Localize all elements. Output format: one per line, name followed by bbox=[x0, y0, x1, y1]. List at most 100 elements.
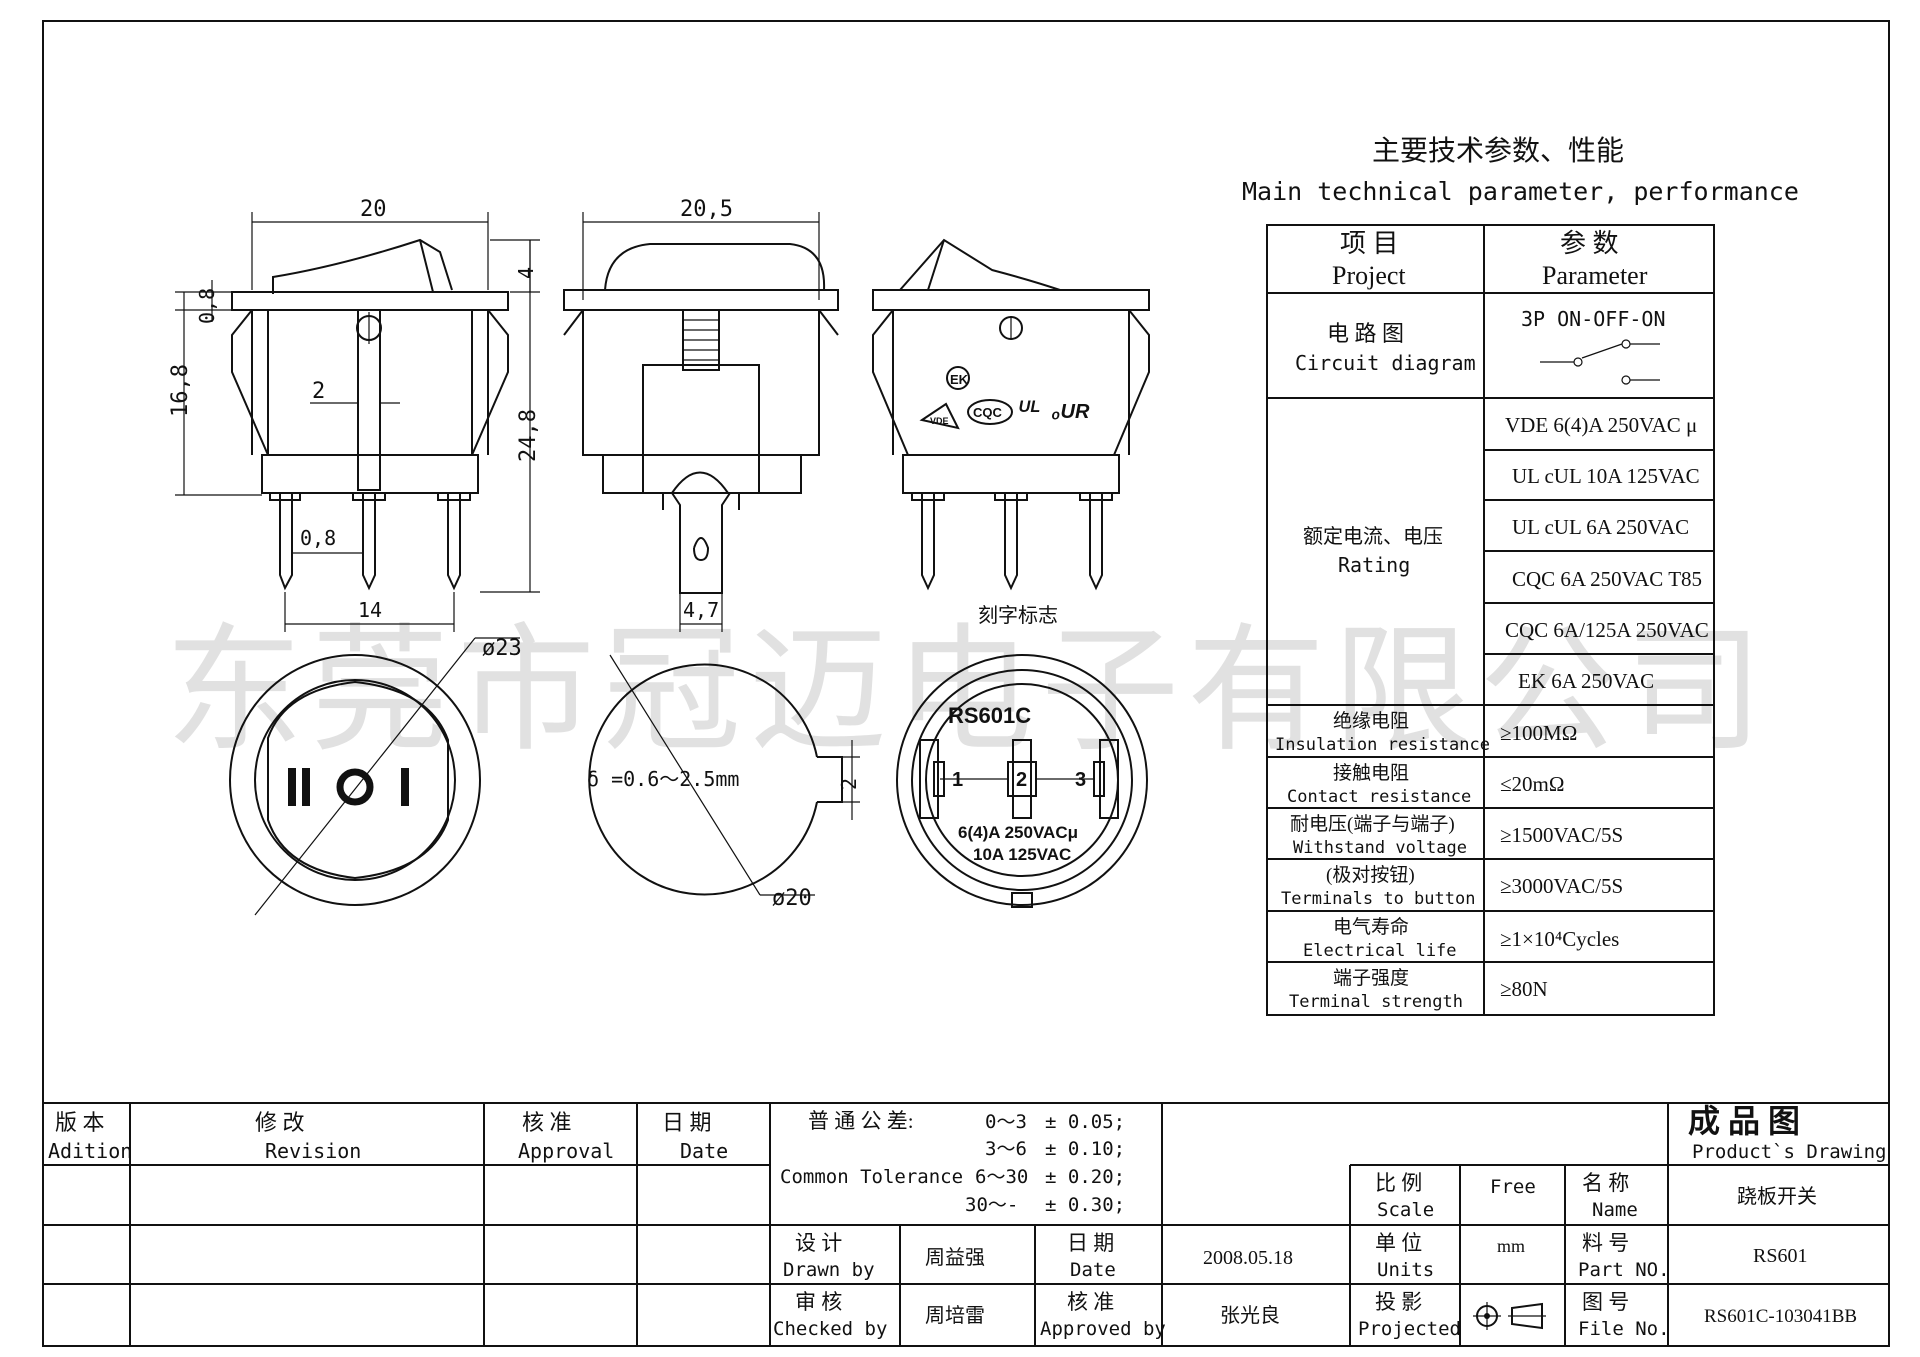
dim-front-top: 4 bbox=[514, 267, 538, 279]
symbol-bar-1 bbox=[288, 768, 296, 806]
tb-approved-en: Approved by bbox=[1040, 1318, 1166, 1340]
tb-tolerance-cn: 普 通 公 差: bbox=[808, 1109, 914, 1133]
tb-drawn-value: 周益强 bbox=[925, 1246, 985, 1269]
tb-scale-en: Scale bbox=[1377, 1199, 1434, 1221]
tb-revision-cn: 修 改 bbox=[255, 1110, 305, 1135]
spec-row-4-cn: (极对按钮) bbox=[1326, 864, 1415, 886]
svg-text:CQC: CQC bbox=[973, 405, 1003, 420]
spec-circuit-en: Circuit diagram bbox=[1295, 351, 1476, 375]
spec-col1-header-en: Project bbox=[1332, 261, 1406, 290]
tb-drawing-title-en: Product`s Drawing bbox=[1692, 1141, 1886, 1163]
spec-row-4-value: ≥3000VAC/5S bbox=[1500, 874, 1623, 898]
marking-pin1: 1 bbox=[952, 769, 963, 791]
projection-symbol-icon bbox=[1473, 1302, 1546, 1330]
dim-front-total: 24,8 bbox=[516, 409, 541, 462]
svg-text:EK: EK bbox=[950, 372, 969, 387]
spec-col2-header-cn: 参 数 bbox=[1560, 229, 1619, 258]
tb-part-value: RS601 bbox=[1753, 1245, 1807, 1267]
marking-rating1: 6(4)A 250VACμ bbox=[958, 823, 1078, 842]
tb-projected-en: Projected bbox=[1358, 1318, 1461, 1340]
spec-rating-value-3: UL cUL 6A 250VAC bbox=[1512, 515, 1689, 539]
tb-units-en: Units bbox=[1377, 1259, 1434, 1281]
spec-row-6-en: Terminal strength bbox=[1289, 992, 1463, 1012]
tb-approved-cn: 核 准 bbox=[1067, 1290, 1114, 1314]
spec-row-5-cn: 电气寿命 bbox=[1333, 916, 1409, 938]
tb-name-en: Name bbox=[1592, 1199, 1638, 1221]
spec-title-en: Main technical parameter, performance bbox=[1242, 177, 1799, 206]
marking-pin3: 3 bbox=[1075, 769, 1086, 791]
spec-rating-value-5: CQC 6A/125A 250VAC bbox=[1505, 618, 1709, 642]
dim-cutout-dia: ø20 bbox=[772, 886, 812, 911]
marking-pin2: 2 bbox=[1016, 769, 1027, 791]
marking-rating2: 10A 125VAC bbox=[973, 845, 1071, 864]
dim-front-pin-width: 2 bbox=[312, 379, 325, 404]
spec-circuit-value: 3P ON-OFF-ON bbox=[1521, 307, 1666, 331]
button-face-view: ø23 bbox=[229, 636, 522, 916]
tb-part-en: Part NO. bbox=[1578, 1259, 1670, 1281]
tb-scale-cn: 比 例 bbox=[1375, 1171, 1422, 1195]
tb-projected-cn: 投 影 bbox=[1375, 1290, 1422, 1314]
spec-col1-header-cn: 项 目 bbox=[1340, 229, 1399, 258]
spec-row-3-en: Withstand voltage bbox=[1293, 838, 1467, 858]
tb-checked-value: 周培雷 bbox=[925, 1304, 985, 1327]
dim-round-dia: ø23 bbox=[482, 636, 522, 661]
dim-front-width: 20 bbox=[360, 197, 387, 222]
tb-name-value: 跷板开关 bbox=[1737, 1185, 1817, 1208]
spec-rating-value-4: CQC 6A 250VAC T85 bbox=[1512, 567, 1702, 591]
side-view: 20,5 4,7 bbox=[563, 197, 839, 632]
tb-date-cn: 日 期 bbox=[662, 1110, 712, 1135]
spec-rating-cn: 额定电流、电压 bbox=[1303, 525, 1443, 548]
drawing-frame bbox=[42, 20, 1890, 1347]
svg-text:VDE: VDE bbox=[930, 416, 949, 426]
dim-side-width: 20,5 bbox=[680, 197, 733, 222]
tb-name-cn: 名 称 bbox=[1582, 1171, 1629, 1195]
tb-tol-range-3: 6～30 bbox=[975, 1166, 1028, 1188]
svg-text:ᵁᴸ: ᵁᴸ bbox=[1018, 397, 1040, 424]
panel-cutout-view: δ =0.6～2.5mm 2 ø20 bbox=[587, 654, 861, 911]
circuit-diagram-icon bbox=[1540, 339, 1660, 385]
tb-file-value: RS601C-103041BB bbox=[1704, 1306, 1857, 1327]
back-view: EK VDE CQC ᵁᴸ ₒUR bbox=[872, 238, 1150, 591]
spec-row-3-value: ≥1500VAC/5S bbox=[1500, 823, 1623, 847]
tb-date2-cn: 日 期 bbox=[1067, 1231, 1114, 1255]
spec-circuit-cn: 电 路 图 bbox=[1327, 321, 1404, 346]
tb-date2-en: Date bbox=[1070, 1259, 1116, 1281]
dim-cutout-thk: δ =0.6～2.5mm bbox=[587, 767, 739, 791]
tb-drawn-en: Drawn by bbox=[783, 1259, 875, 1281]
tb-tol-value-2: ± 0.10; bbox=[1045, 1138, 1125, 1160]
spec-row-5-en: Electrical life bbox=[1303, 941, 1457, 961]
tb-scale-value: Free bbox=[1490, 1176, 1536, 1198]
spec-row-2-cn: 接触电阻 bbox=[1333, 762, 1409, 784]
spec-section: 主要技术参数、性能 Main technical parameter, perf… bbox=[1242, 135, 1799, 1016]
front-view: 20 4 0,8 16,8 24,8 2 0,8 14 bbox=[168, 197, 541, 632]
tb-approval-cn: 核 准 bbox=[522, 1110, 572, 1135]
tb-part-cn: 料 号 bbox=[1582, 1231, 1629, 1255]
tb-tol-range-2: 3～6 bbox=[985, 1138, 1027, 1160]
spec-row-1-en: Insulation resistance bbox=[1275, 735, 1490, 755]
marking-model: RS601C bbox=[948, 703, 1031, 728]
tb-checked-cn: 审 核 bbox=[795, 1290, 842, 1314]
tb-date2-value: 2008.05.18 bbox=[1203, 1247, 1293, 1269]
tb-tol-value-3: ± 0.20; bbox=[1045, 1166, 1125, 1188]
tb-units-value: mm bbox=[1497, 1236, 1525, 1256]
svg-text:ₒUR: ₒUR bbox=[1051, 401, 1090, 423]
tb-drawing-title-cn: 成 品 图 bbox=[1688, 1103, 1800, 1139]
tb-tolerance-en: Common Tolerance bbox=[780, 1166, 963, 1188]
marking-view: 刻字标志 RS601C 1 2 3 6(4)A 250VACμ 10A 125V… bbox=[896, 604, 1148, 908]
spec-table bbox=[1266, 224, 1715, 1016]
dim-front-pin-pitch: 14 bbox=[358, 598, 382, 622]
watermark: 东莞市冠迈电子有限公司 bbox=[165, 610, 1771, 771]
spec-row-2-en: Contact resistance bbox=[1287, 787, 1471, 807]
tb-date-en: Date bbox=[680, 1139, 728, 1163]
spec-row-4-en: Terminals to button bbox=[1281, 889, 1475, 909]
dim-front-height: 16,8 bbox=[168, 364, 193, 417]
symbol-circle bbox=[336, 768, 374, 806]
spec-row-6-value: ≥80N bbox=[1500, 977, 1548, 1001]
symbol-bar-2 bbox=[302, 768, 310, 806]
tb-version-en: Adition bbox=[48, 1139, 132, 1163]
tb-tol-range-1: 0～3 bbox=[985, 1111, 1027, 1133]
marking-label: 刻字标志 bbox=[978, 604, 1058, 627]
dim-front-flange: 0,8 bbox=[195, 288, 219, 324]
spec-row-6-cn: 端子强度 bbox=[1333, 967, 1409, 989]
